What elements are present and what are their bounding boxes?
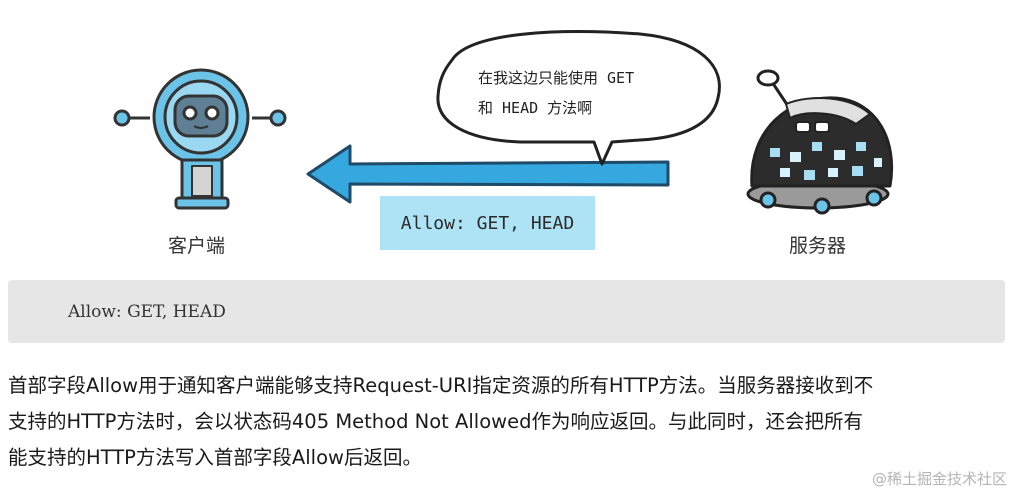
- code-text: Allow: GET, HEAD: [68, 301, 226, 322]
- arrow-left-icon: [306, 144, 670, 204]
- bubble-line-2: 和 HEAD 方法啊: [478, 99, 593, 117]
- code-block: Allow: GET, HEAD: [8, 280, 1005, 343]
- description-paragraph: 首部字段Allow用于通知客户端能够支持Request-URI指定资源的所有HT…: [8, 368, 1008, 476]
- paragraph-line-1: 首部字段Allow用于通知客户端能够支持Request-URI指定资源的所有HT…: [8, 374, 874, 397]
- speech-bubble: [436, 30, 721, 166]
- bubble-line-1: 在我这边只能使用 GET: [478, 69, 635, 87]
- client-label: 客户端: [168, 235, 226, 257]
- server-robot-icon: [746, 69, 894, 215]
- client-robot-icon: [113, 68, 287, 210]
- watermark: @稀土掘金技术社区: [871, 470, 1007, 488]
- paragraph-line-2: 支持的HTTP方法时，会以状态码405 Method Not Allowed作为…: [8, 410, 863, 433]
- illustration: 在我这边只能使用 GET 和 HEAD 方法啊 Allow: GET, HEAD…: [113, 30, 894, 257]
- illustration-drawing: [113, 30, 894, 215]
- server-label: 服务器: [789, 235, 847, 257]
- allow-header-box: Allow: GET, HEAD: [380, 196, 595, 250]
- paragraph-line-3: 能支持的HTTP方法写入首部字段Allow后返回。: [8, 446, 422, 469]
- speech-bubble-text: 在我这边只能使用 GET 和 HEAD 方法啊: [478, 63, 708, 123]
